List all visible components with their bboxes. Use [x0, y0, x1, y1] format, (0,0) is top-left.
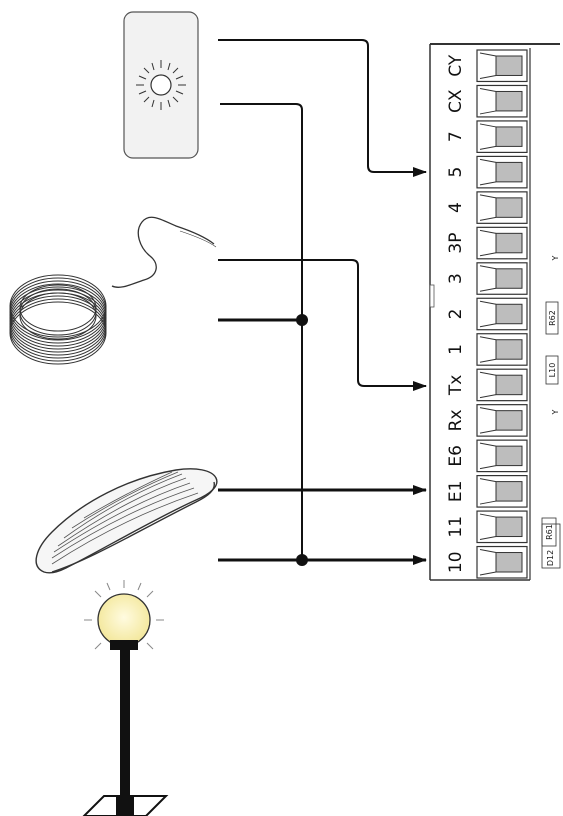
garden-lamp-post-icon: [82, 580, 169, 816]
terminal-screw: [495, 481, 523, 502]
terminal-screw: [495, 410, 523, 431]
terminal-11: 11: [446, 510, 528, 544]
junction-dot-shield: [296, 314, 308, 326]
terminal-tx: Tx: [446, 368, 528, 402]
terminal-rx: Rx: [446, 404, 528, 437]
terminal-screw: [495, 374, 523, 396]
terminal-clamp-lines: [479, 158, 497, 186]
terminal-label: 3P: [446, 233, 466, 254]
r62-label: R62: [548, 310, 557, 326]
terminal-screw: [495, 90, 523, 112]
terminal-cx: CX: [446, 84, 528, 118]
terminal-10: 10: [446, 545, 528, 579]
terminal-e6: E6: [446, 439, 528, 473]
terminal-7: 7: [446, 120, 528, 154]
terminal-label: E1: [446, 481, 466, 503]
terminal-screw: [495, 339, 523, 360]
terminal-screw: [495, 516, 523, 538]
terminal-clamp-lines: [479, 549, 497, 576]
junction-dot-common: [296, 554, 308, 566]
terminal-clamp-lines: [479, 478, 497, 505]
terminal-4: 4: [446, 191, 528, 224]
diode-d12-outline: [541, 523, 561, 569]
terminal-5: 5: [446, 155, 528, 189]
terminal-label: 3: [446, 273, 466, 284]
flashing-lamp-icon: [35, 468, 218, 574]
terminal-clamp-lines: [479, 52, 497, 79]
resistor-r62: [545, 301, 559, 335]
terminal-clamp-lines: [479, 265, 497, 292]
terminal-label: 1: [446, 344, 466, 355]
terminal-label: CY: [446, 54, 466, 77]
terminal-clamp-lines: [479, 371, 497, 399]
terminal-clamp-lines: [479, 513, 497, 541]
wire-photocell-common: [220, 103, 303, 560]
d12-label: D12: [546, 550, 555, 566]
terminal-label: CX: [446, 89, 466, 113]
wire-antenna-to-e6: [218, 259, 427, 391]
wire-photocell-to-5: [218, 39, 427, 177]
terminal-label: Tx: [446, 375, 466, 396]
terminal-screw: [495, 445, 523, 467]
terminal-e1: E1: [446, 475, 528, 508]
terminal-label: 10: [446, 551, 466, 573]
terminal-clamp-lines: [479, 336, 497, 363]
terminal-1: 1: [446, 333, 528, 366]
terminal-3: 3: [446, 262, 528, 295]
terminal-2: 2: [446, 297, 528, 331]
board-markings: R62 L10 R61 D12 Y Y: [541, 255, 561, 569]
board-notch: [429, 284, 435, 308]
l10-label: L10: [548, 363, 557, 378]
antenna-coil-icon: [9, 216, 217, 365]
terminal-clamp-lines: [479, 442, 497, 470]
wiring: [218, 39, 427, 565]
terminal-screw: [495, 303, 523, 325]
terminal-screw: [495, 126, 523, 147]
terminal-label: 5: [446, 167, 466, 178]
terminal-screw: [495, 197, 523, 218]
terminal-clamp-lines: [479, 407, 497, 434]
terminal-label: E6: [446, 445, 466, 467]
terminal-screw: [495, 232, 523, 254]
terminal-label: 2: [446, 309, 466, 320]
terminal-3p: 3P: [446, 226, 528, 260]
terminal-clamp-lines: [479, 229, 497, 257]
y-mark-2: Y: [551, 409, 560, 415]
r61-label: R61: [545, 524, 554, 540]
terminal-clamp-lines: [479, 300, 497, 328]
terminal-label: 11: [446, 516, 466, 538]
terminal-label: 7: [446, 131, 466, 142]
y-mark-1: Y: [551, 255, 560, 261]
terminal-screw: [495, 55, 523, 76]
terminal-screw: [495, 552, 523, 573]
terminal-cy: CY: [446, 49, 528, 83]
terminal-clamp-lines: [479, 194, 497, 221]
terminal-clamp-lines: [479, 87, 497, 115]
terminal-label: Rx: [446, 409, 466, 431]
terminal-clamp-lines: [479, 123, 497, 150]
inductor-l10: [545, 355, 559, 385]
terminal-screw: [495, 268, 523, 289]
photocell-sensor-icon: [123, 11, 199, 159]
terminal-label: 4: [446, 202, 466, 213]
terminal-screw: [495, 161, 523, 183]
